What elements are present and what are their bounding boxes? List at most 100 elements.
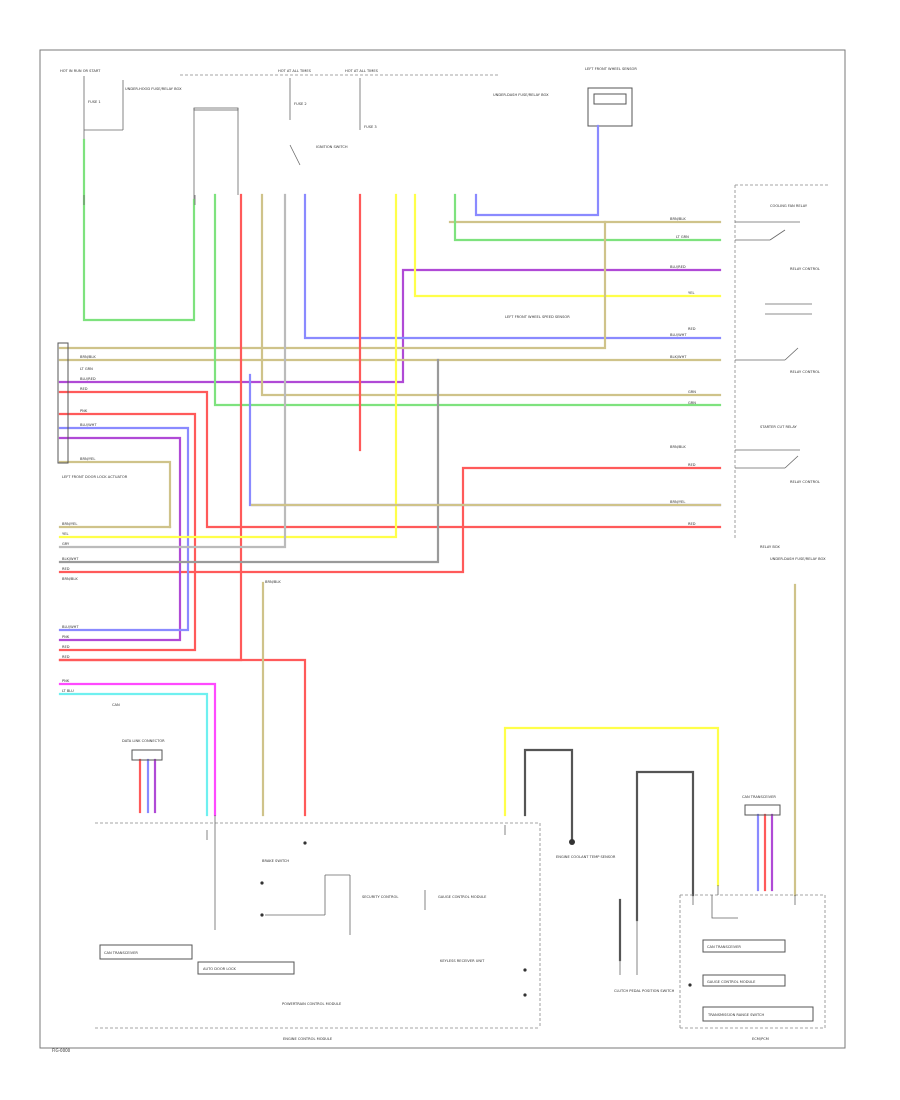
left-front-door-label: LEFT FRONT WHEEL SPEED SENSOR bbox=[505, 315, 570, 319]
svg-text:RED: RED bbox=[688, 522, 696, 526]
security-label: SECURITY CONTROL bbox=[362, 895, 398, 899]
can-transceiver-left-label: CAN TRANSCEIVER bbox=[104, 951, 138, 955]
relay-wire-tags: BRN/BLK LT GRN BLU/RED YEL RED BLU/WHT B… bbox=[670, 217, 696, 526]
svg-text:YEL: YEL bbox=[62, 532, 68, 536]
wire-tan-relay-low bbox=[260, 193, 722, 397]
wire-dark-2 bbox=[635, 770, 695, 922]
connector-marks bbox=[83, 195, 796, 905]
left-lower-tags: BRN/YEL YEL GRY BLK/WHT RED BRN/BLK BLU/… bbox=[62, 522, 281, 707]
fuse-top-left-label: HOT IN RUN OR START bbox=[60, 69, 101, 73]
svg-text:LT GRN: LT GRN bbox=[80, 367, 93, 371]
wire-yellow-top bbox=[413, 193, 722, 298]
svg-text:BLU/WHT: BLU/WHT bbox=[670, 333, 687, 337]
fig-code: FIG-0000 bbox=[52, 1048, 71, 1053]
fuse-block-top-mid: HOT AT ALL TIMES HOT AT ALL TIMES FUSE 2… bbox=[278, 69, 549, 166]
wire-red-4 bbox=[58, 466, 722, 574]
svg-text:BLU/WHT: BLU/WHT bbox=[62, 625, 79, 629]
svg-text:LT BLU: LT BLU bbox=[62, 689, 74, 693]
svg-text:LT GRN: LT GRN bbox=[676, 235, 689, 239]
svg-text:RED: RED bbox=[688, 463, 696, 467]
wire-tan-low bbox=[58, 460, 172, 529]
wire-green-mid bbox=[453, 193, 722, 242]
relay-box: COOLING FAN RELAY RELAY CONTROL RELAY CO… bbox=[734, 184, 828, 561]
fuse-block-top-left: HOT IN RUN OR START UNDER-HOOD FUSE/RELA… bbox=[60, 69, 182, 140]
svg-text:BRN/BLK: BRN/BLK bbox=[62, 577, 78, 581]
right-gauge-module: CAN TRANSCEIVER CAN TRANSCEIVER GAUGE CO… bbox=[679, 795, 826, 1041]
svg-text:BRN/YEL: BRN/YEL bbox=[80, 457, 95, 461]
fuse-03-label: FUSE 3 bbox=[364, 125, 377, 129]
wire-blue-sensor bbox=[474, 124, 600, 217]
wire-purple-low bbox=[58, 436, 182, 642]
svg-text:BRN/BLK: BRN/BLK bbox=[265, 580, 281, 584]
wire-dark-1 bbox=[523, 748, 574, 842]
svg-text:BLU/RED: BLU/RED bbox=[670, 265, 686, 269]
engine-coolant-sensor: ENGINE COOLANT TEMP SENSOR bbox=[556, 839, 616, 859]
wire-red-ecm bbox=[58, 658, 307, 817]
wire-red-1 bbox=[58, 390, 722, 529]
auto-door-lock-label: AUTO DOOR LOCK bbox=[203, 967, 237, 971]
fuse-01-label: FUSE 1 bbox=[88, 100, 101, 104]
svg-text:RED: RED bbox=[62, 655, 70, 659]
data-link-label: DATA LINK CONNECTOR bbox=[122, 739, 165, 743]
starter-cut-label: STARTER CUT RELAY bbox=[760, 425, 798, 429]
svg-text:GRN: GRN bbox=[688, 390, 696, 394]
wire-green-left-loop bbox=[82, 138, 196, 322]
gauge-control-bottom-label: GAUGE CONTROL MODULE bbox=[707, 980, 756, 984]
power-control-label: POWERTRAIN CONTROL MODULE bbox=[282, 1002, 342, 1006]
svg-text:BLU/WHT: BLU/WHT bbox=[80, 423, 97, 427]
under-dash-fuse-label: UNDER-DASH FUSE/RELAY BOX bbox=[493, 93, 549, 97]
relay-control-label: RELAY CONTROL bbox=[790, 267, 820, 271]
wire-blue-relay bbox=[303, 193, 722, 340]
can-left-wires bbox=[138, 758, 157, 814]
left-connector: LEFT FRONT DOOR LOCK ACTUATOR BRN/BLK LT… bbox=[57, 342, 128, 479]
relay-control-label-2: RELAY CONTROL bbox=[790, 370, 820, 374]
relay-control-label-3: RELAY CONTROL bbox=[790, 480, 820, 484]
ignition-switch-label: IGNITION SWITCH bbox=[316, 145, 348, 149]
ecm-bottom-label: ENGINE CONTROL MODULE bbox=[283, 1037, 333, 1041]
svg-text:PNK: PNK bbox=[62, 635, 70, 639]
wire-cyan bbox=[58, 692, 209, 817]
wire-gray-1 bbox=[58, 193, 287, 549]
fuse-top-mid2-label: HOT AT ALL TIMES bbox=[345, 69, 379, 73]
svg-text:RED: RED bbox=[62, 567, 70, 571]
wire-yellow-right bbox=[503, 726, 720, 887]
data-link-connector: DATA LINK CONNECTOR bbox=[122, 739, 165, 761]
can-right-wires bbox=[756, 813, 774, 892]
wire-red-2 bbox=[58, 412, 197, 652]
svg-text:RED: RED bbox=[688, 327, 696, 331]
svg-text:BLK/WHT: BLK/WHT bbox=[670, 355, 687, 359]
clutch-switch: CLUTCH PEDAL POSITION SWITCH bbox=[614, 920, 675, 993]
gauge-control-label: GAUGE CONTROL MODULE bbox=[438, 895, 487, 899]
ecm-pcm-label: ECM/PCM bbox=[752, 1037, 769, 1041]
svg-text:BRN/BLK: BRN/BLK bbox=[80, 355, 96, 359]
left-front-wheel-label: LEFT FRONT WHEEL SENSOR bbox=[585, 67, 637, 71]
brake-switch-label: BRAKE SWITCH bbox=[262, 859, 289, 863]
wire-purple-top bbox=[58, 268, 722, 384]
under-hood-fuse-label: UNDER-HOOD FUSE/RELAY BOX bbox=[125, 87, 182, 91]
fuse-top-mid1-label: HOT AT ALL TIMES bbox=[278, 69, 312, 73]
keyless-label: KEYLESS RECEIVER UNIT bbox=[440, 959, 485, 963]
engine-low-label: ENGINE COOLANT TEMP SENSOR bbox=[556, 855, 616, 859]
terminal-strip-top bbox=[193, 107, 239, 111]
svg-text:RED: RED bbox=[80, 387, 88, 391]
fuse-02-label: FUSE 2 bbox=[294, 102, 307, 106]
relay-box-label: RELAY BOX bbox=[760, 545, 780, 549]
wire-green-low bbox=[213, 193, 722, 407]
svg-text:CAN: CAN bbox=[112, 703, 120, 707]
cooling-fan-label: COOLING FAN RELAY bbox=[770, 204, 808, 208]
wire-magenta bbox=[58, 682, 217, 817]
diagram-border bbox=[39, 49, 846, 1049]
can-transceiver-right-label-top: CAN TRANSCEIVER bbox=[742, 795, 776, 799]
wire-gray-2 bbox=[58, 358, 440, 564]
wire-blue-low bbox=[58, 426, 190, 632]
ecm-module: BRAKE SWITCH SECURITY CONTROL GAUGE CONT… bbox=[214, 815, 541, 1041]
can-transceiver-left: CAN TRANSCEIVER AUTO DOOR LOCK POWERTRAI… bbox=[99, 944, 342, 1006]
svg-text:GRY: GRY bbox=[62, 542, 70, 546]
svg-text:PNK: PNK bbox=[80, 409, 88, 413]
transmission-range-label: TRANSMISSION RANGE SWITCH bbox=[707, 1013, 765, 1017]
clutch-switch-label: CLUTCH PEDAL POSITION SWITCH bbox=[614, 989, 675, 993]
svg-text:BRN/YEL: BRN/YEL bbox=[62, 522, 77, 526]
svg-text:RED: RED bbox=[62, 645, 70, 649]
svg-text:BRN/BLK: BRN/BLK bbox=[670, 217, 686, 221]
